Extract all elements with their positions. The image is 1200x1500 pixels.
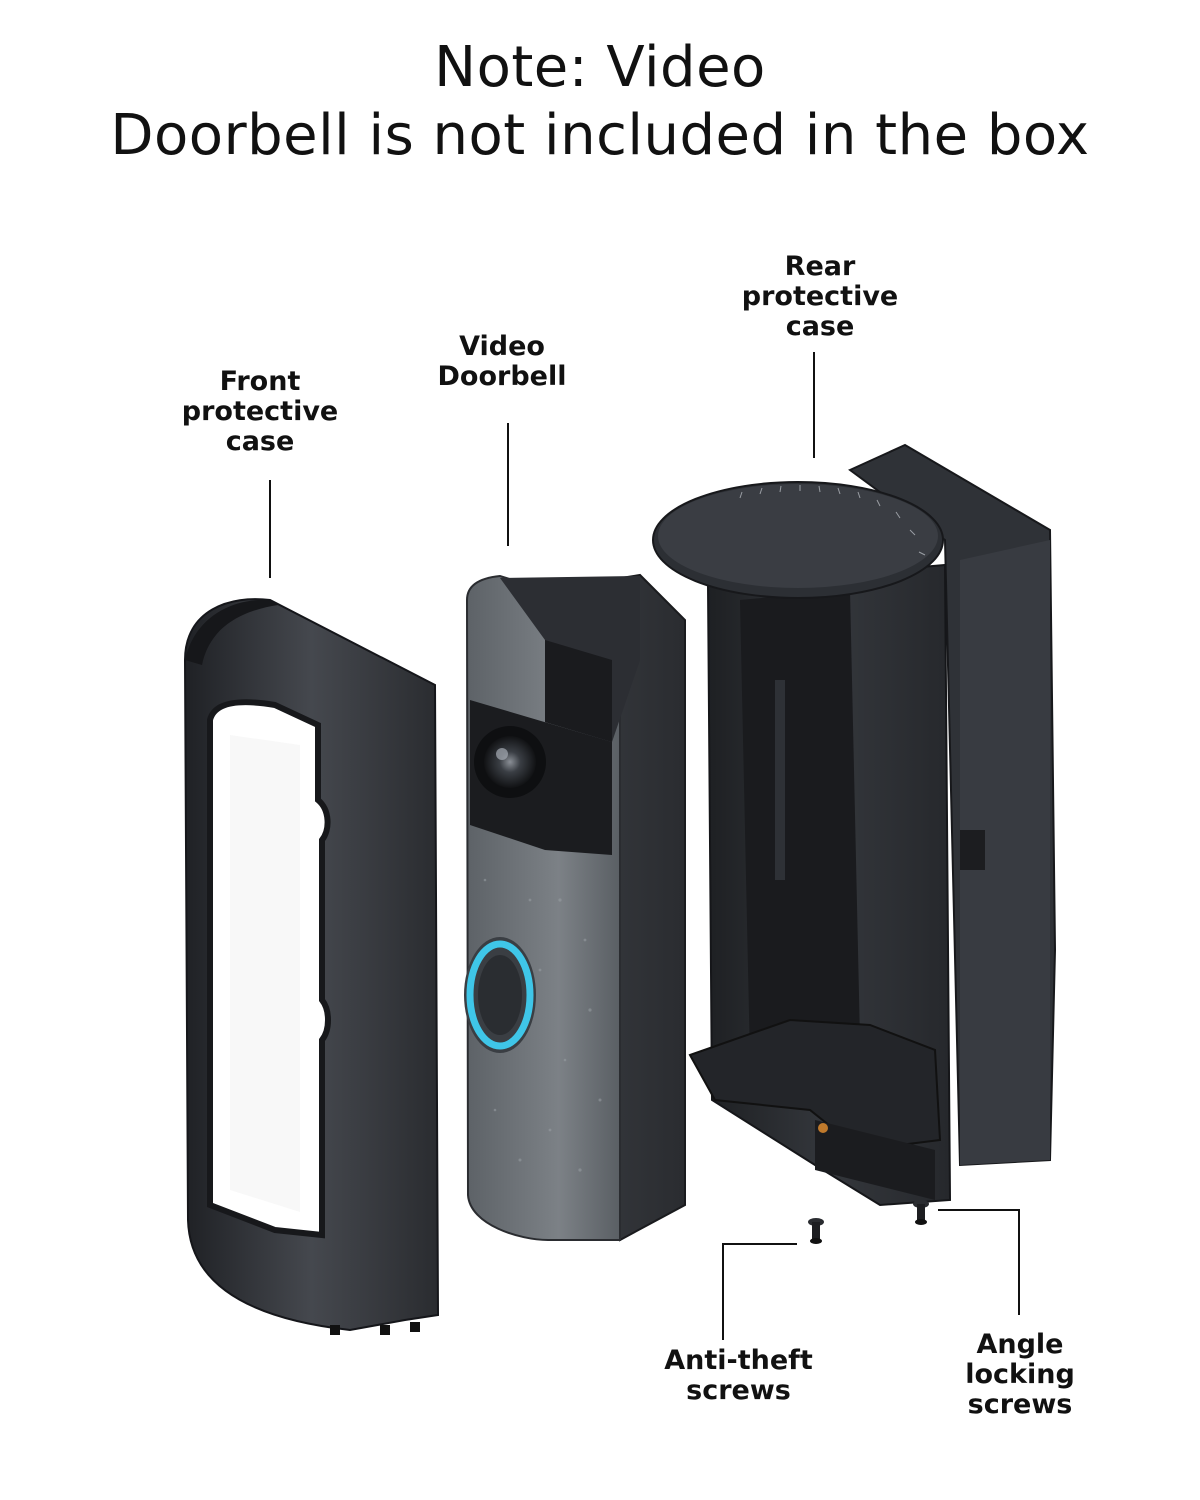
label-line: Front — [219, 366, 301, 397]
label-rear-protective-case: Rear protective case — [720, 252, 920, 342]
label-anti-theft-screws: Anti-theft screws — [636, 1346, 841, 1406]
label-video-doorbell: Video Doorbell — [412, 332, 592, 392]
leader-lines — [269, 352, 1020, 1340]
label-line: protective — [741, 281, 899, 312]
label-line: Angle — [976, 1329, 1064, 1360]
label-line: Doorbell — [437, 361, 567, 392]
label-line: screws — [686, 1375, 791, 1406]
label-angle-locking-screws: Angle locking screws — [930, 1330, 1110, 1420]
label-line: case — [785, 311, 855, 342]
video-doorbell — [464, 573, 686, 1242]
label-line: Anti-theft — [664, 1345, 813, 1376]
note-line-2: Doorbell is not included in the box — [110, 103, 1090, 168]
label-line: Rear — [784, 251, 856, 282]
leader-anti-theft — [722, 1243, 797, 1340]
anti-theft-screw — [808, 1218, 824, 1244]
label-front-protective-case: Front protective case — [160, 367, 360, 457]
label-line: case — [225, 426, 295, 457]
label-line: screws — [967, 1389, 1073, 1420]
label-line: protective — [181, 396, 339, 427]
rear-protective-case — [652, 443, 1057, 1207]
note-line-1: Note: Video — [434, 35, 766, 100]
label-line: locking — [965, 1359, 1075, 1390]
front-protective-case — [183, 598, 440, 1335]
leader-angle-locking — [938, 1209, 1020, 1315]
angle-locking-screw — [913, 1200, 929, 1225]
label-line: Video — [459, 331, 545, 362]
